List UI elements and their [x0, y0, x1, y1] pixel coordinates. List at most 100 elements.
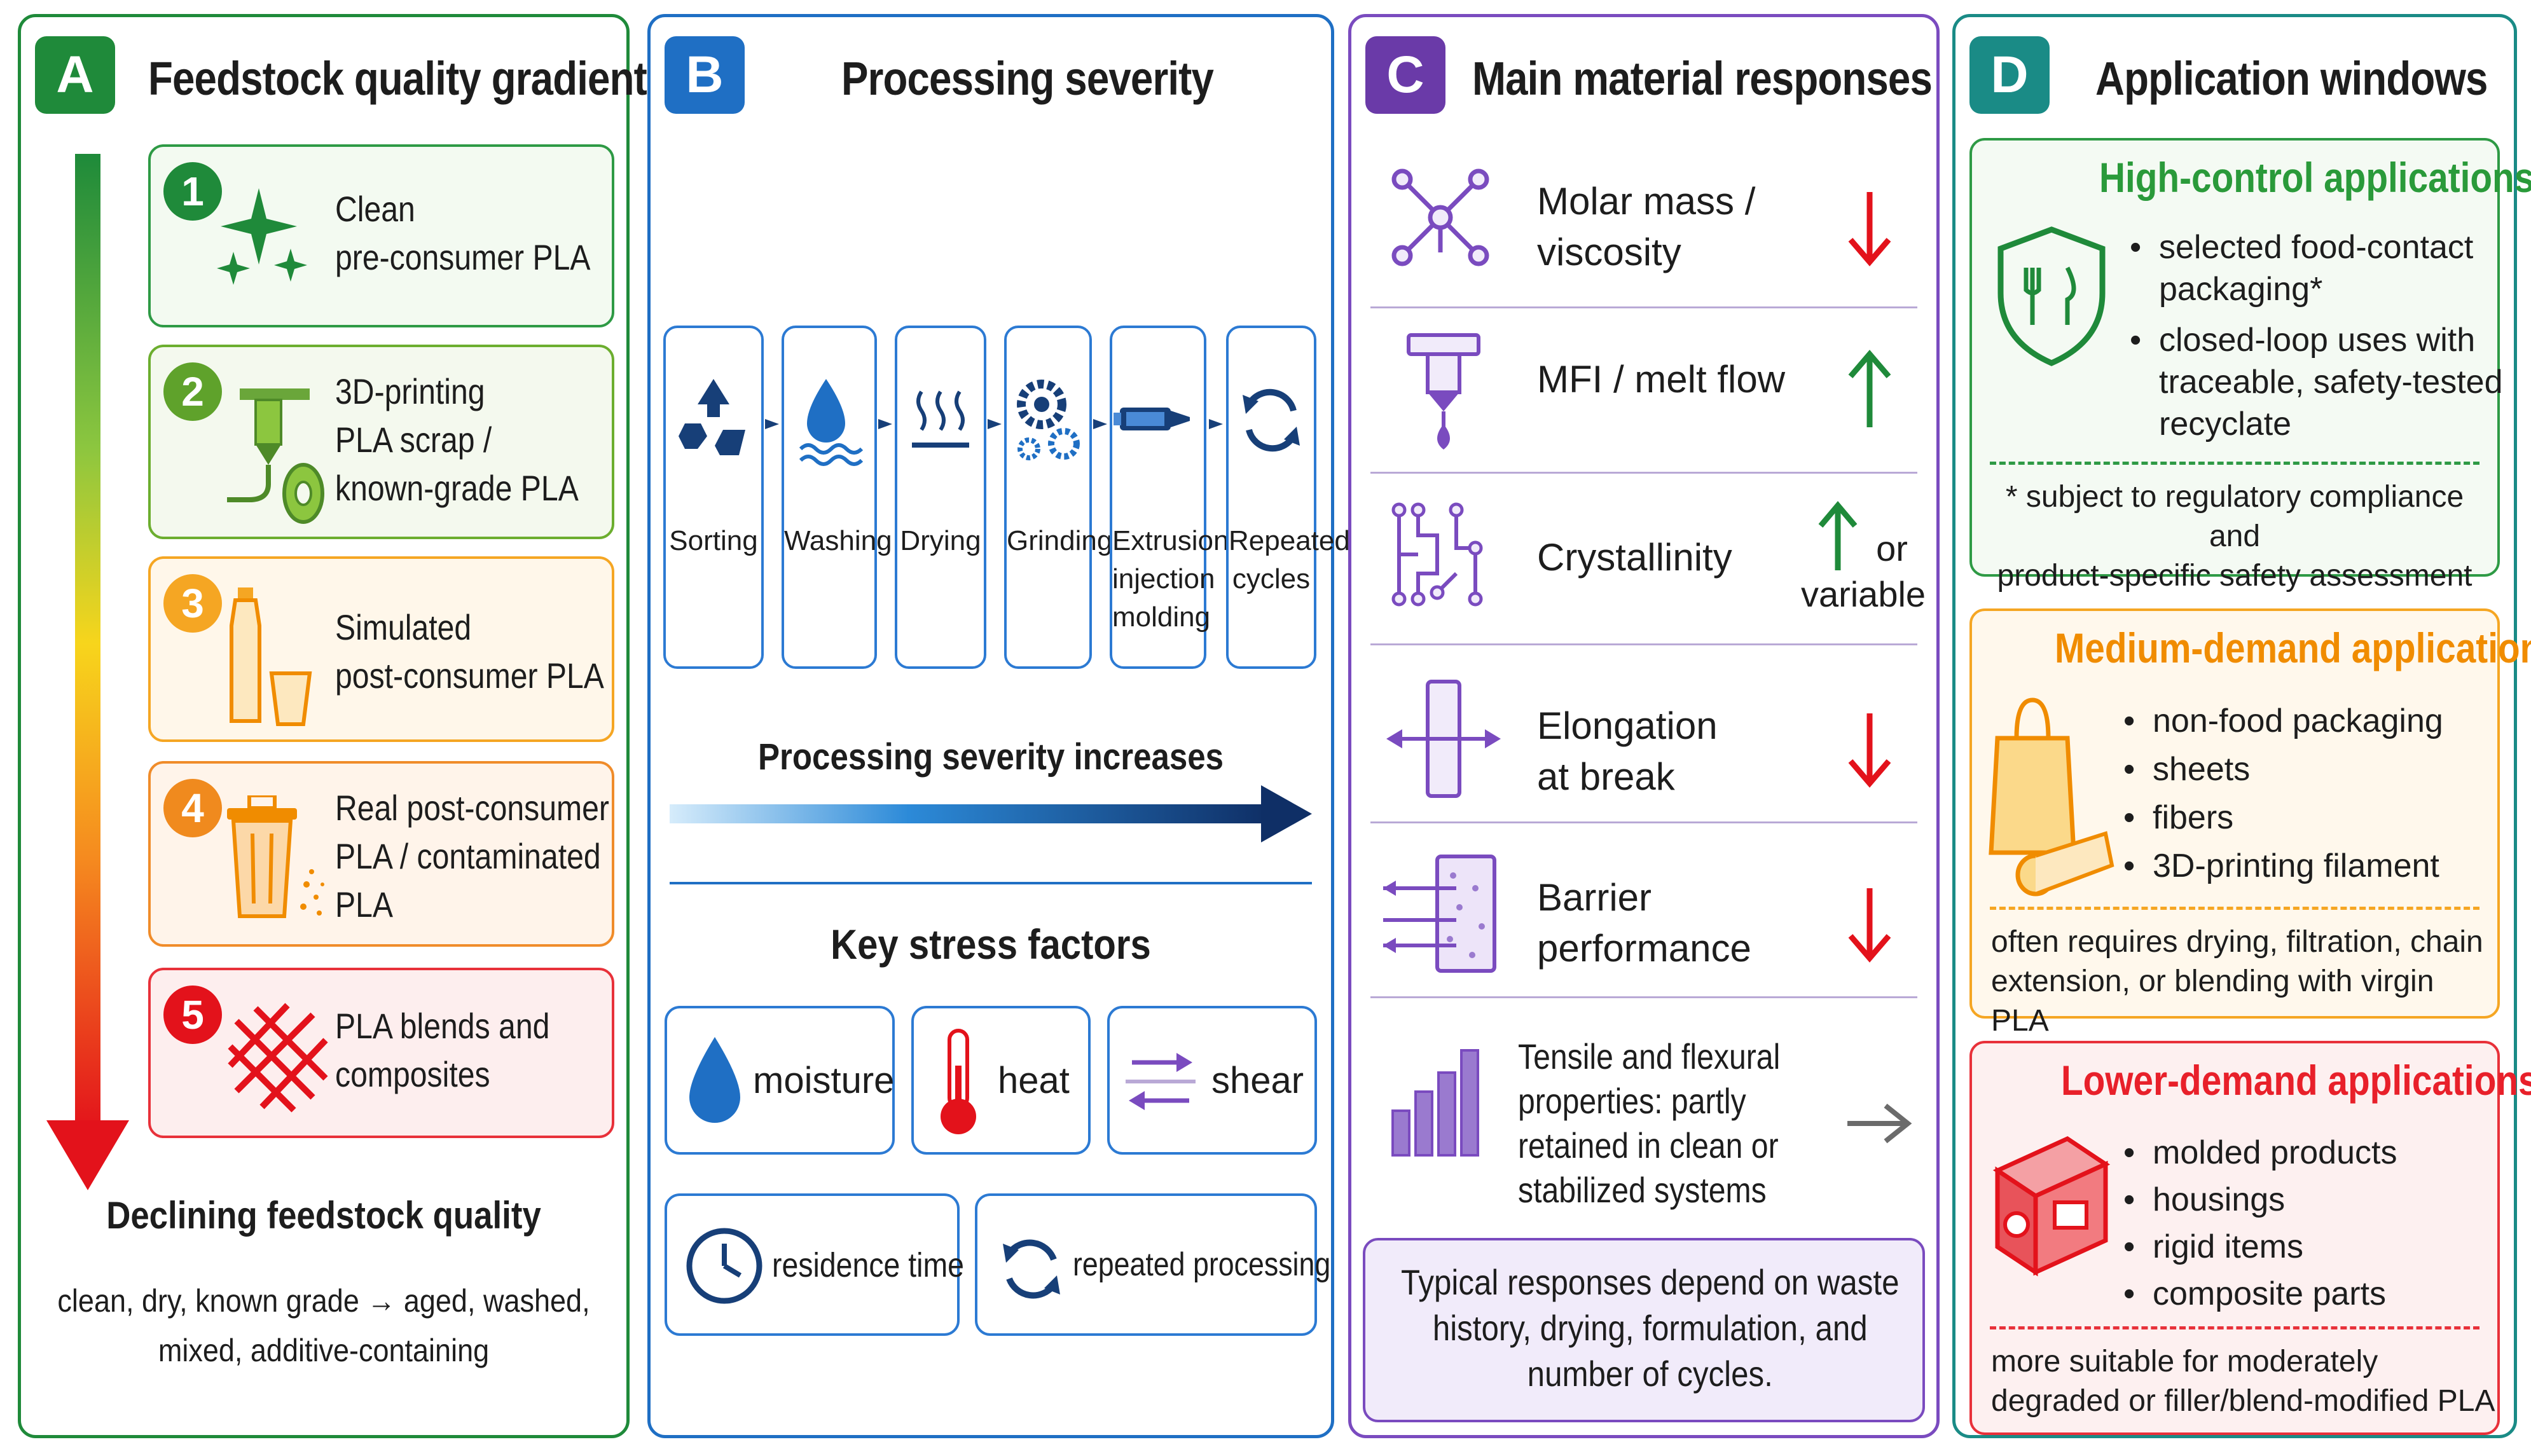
- food-safety-shield-icon: [1997, 226, 2106, 366]
- step-label: Washing: [784, 525, 892, 556]
- stress-moisture: moisture: [665, 1006, 895, 1155]
- severity-label: Processing severity increases: [757, 736, 1224, 778]
- 3d-printer-icon: [227, 388, 324, 524]
- sparkle-icon: [217, 188, 307, 285]
- panel-feedstock: A Feedstock quality gradient 1: [18, 14, 647, 1438]
- increase-arrow-icon: [1818, 501, 1858, 570]
- high-control-title: High-control applications: [2099, 154, 2531, 201]
- crystal-lattice-icon: [1391, 502, 1483, 607]
- step-label: Sorting: [669, 525, 758, 556]
- stress-label: moisture: [753, 1060, 895, 1101]
- lower-demand-title: Lower-demand applications: [2061, 1057, 2531, 1104]
- shear-arrows-icon: [1126, 1053, 1196, 1110]
- decrease-arrow-icon: [1848, 192, 1891, 266]
- molecule-icon: [1391, 168, 1489, 266]
- stress-residence-time: residence time: [665, 1193, 964, 1336]
- list-item: housings: [2118, 1176, 2500, 1223]
- cycle-arrows-icon: [1003, 1239, 1060, 1299]
- panel-badge-b: B: [665, 36, 745, 114]
- water-drop-icon: [799, 379, 864, 466]
- thermometer-icon: [941, 1029, 976, 1134]
- heat-waves-icon: [912, 390, 969, 448]
- item-number-badge: 2: [163, 362, 222, 421]
- step-connectors: [765, 419, 1223, 429]
- medium-demand-box: Medium-demand applications non-food pack…: [1969, 608, 2531, 1038]
- item-number-badge: 1: [163, 162, 222, 221]
- declining-quality-title: Declining feedstock quality: [106, 1194, 541, 1237]
- step-drying: Drying: [895, 326, 986, 669]
- stress-shear: shear: [1107, 1006, 1317, 1155]
- lower-demand-box: Lower-demand applications molded product…: [1969, 1041, 2531, 1435]
- stress-label: repeated processing: [1073, 1246, 1331, 1283]
- stress-label: residence time: [772, 1246, 965, 1284]
- trend-note: or variable: [1800, 528, 1926, 614]
- list-item: fibers: [2118, 793, 2500, 842]
- recycle-icon: [679, 379, 745, 455]
- stress-repeated-processing: repeated processing: [975, 1193, 1330, 1336]
- row-divider: [1370, 996, 1917, 998]
- step-grinding: Grinding: [1004, 326, 1113, 669]
- melt-flow-icon: [1407, 333, 1480, 450]
- decrease-arrow-icon: [1848, 713, 1891, 788]
- row-divider: [1370, 643, 1917, 645]
- medium-demand-list: non-food packaging sheets fibers 3D-prin…: [2118, 697, 2500, 890]
- panel-badge-d: D: [1969, 36, 2050, 114]
- bar-chart-icon: [1391, 1049, 1479, 1157]
- step-label: Drying: [900, 525, 981, 556]
- bottle-cup-icon: [230, 587, 312, 726]
- declining-quality-caption: clean, dry, known grade → aged, washed,m…: [57, 1283, 590, 1368]
- row-divider: [1370, 472, 1917, 474]
- lower-demand-list: molded products housings rigid items com…: [2118, 1129, 2500, 1317]
- list-item: rigid items: [2118, 1223, 2500, 1270]
- decrease-arrow-icon: [1848, 888, 1891, 963]
- stress-label: heat: [998, 1060, 1070, 1101]
- panel-badge-a: A: [35, 36, 115, 114]
- list-item: composite parts: [2118, 1270, 2500, 1317]
- clock-icon: [686, 1228, 762, 1304]
- trash-bin-icon: [227, 795, 324, 918]
- molded-part-icon: [1992, 1136, 2111, 1277]
- row-divider: [1370, 306, 1917, 308]
- stress-factors-title: Key stress factors: [831, 921, 1151, 968]
- list-item: 3D-printing filament: [2118, 842, 2500, 890]
- water-drop-icon: [689, 1037, 740, 1123]
- neutral-arrow-icon: [1847, 1103, 1912, 1144]
- item-number-badge: 4: [163, 779, 222, 837]
- panel-responses: C Main material responses Molar mass /vi…: [1348, 14, 1940, 1438]
- panel-badge-c: C: [1365, 36, 1445, 114]
- panel-title-d: Application windows: [2095, 52, 2488, 105]
- step-washing: Washing: [782, 326, 892, 669]
- panel-applications: D Application windows High-control appli…: [1952, 14, 2531, 1438]
- response-label: Crystallinity: [1537, 536, 1732, 579]
- step-label: Grinding: [1007, 525, 1113, 556]
- high-control-box: High-control applications selected food-…: [1969, 138, 2531, 593]
- bag-roll-icon: [1989, 697, 2114, 896]
- response-label: MFI / melt flow: [1537, 358, 1786, 401]
- gears-icon: [1017, 380, 1080, 460]
- stress-heat: heat: [911, 1006, 1091, 1155]
- list-item: non-food packaging: [2118, 697, 2500, 745]
- stretch-icon: [1386, 680, 1501, 798]
- quality-gradient-arrow: [46, 154, 129, 1190]
